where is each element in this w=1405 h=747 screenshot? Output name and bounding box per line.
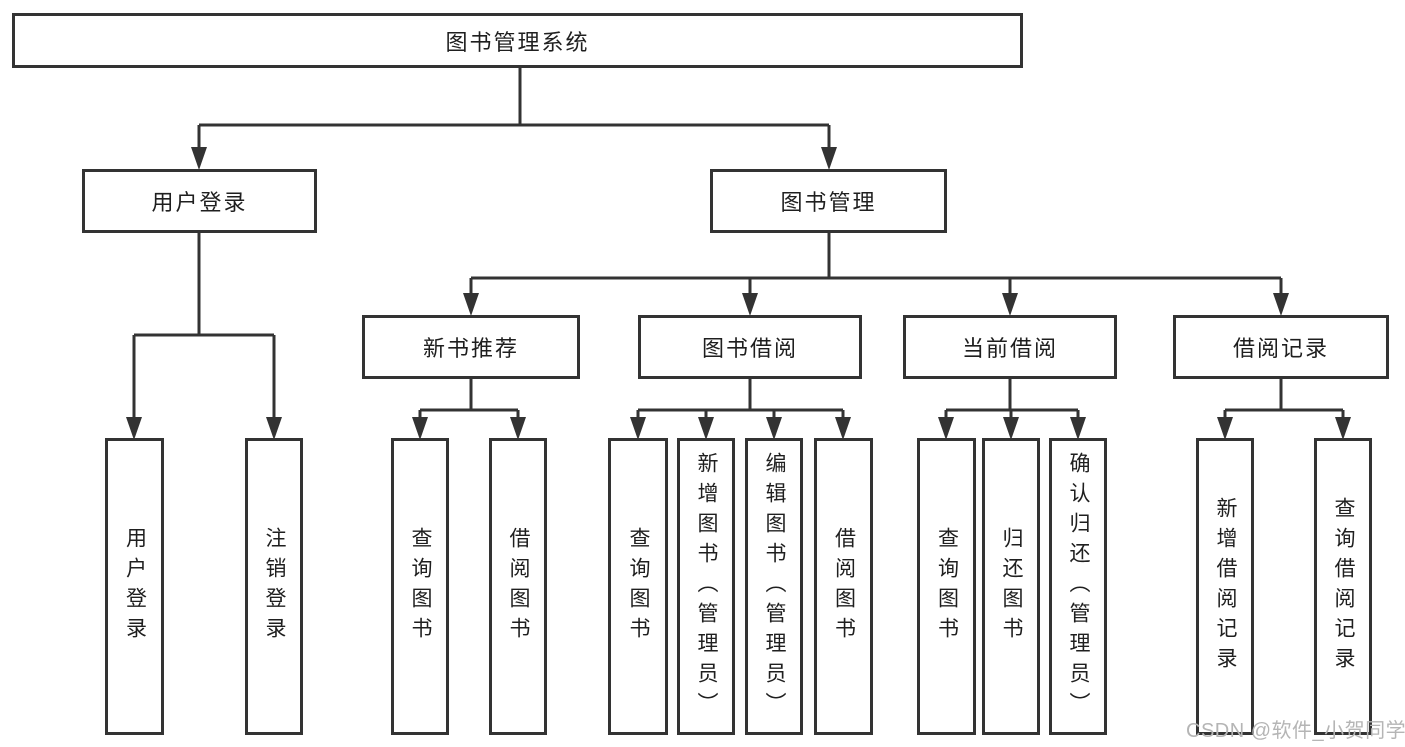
node-book-management: 图书管理: [710, 169, 947, 233]
arrowheads: [126, 147, 1351, 440]
node-new-book-recommend: 新书推荐: [362, 315, 580, 379]
node-borrow-records-label: 借阅记录: [1232, 336, 1329, 361]
node-root-system: 图书管理系统: [12, 13, 1023, 68]
leaf-query-books-current: 查询图书: [917, 438, 976, 735]
leaf-query-books-borrow: 查询图书: [608, 438, 668, 735]
leaf-add-borrow-record-label: 新增借阅记录: [1214, 496, 1237, 677]
node-current-borrow-label: 当前借阅: [961, 336, 1058, 361]
node-book-borrow-label: 图书借阅: [701, 336, 798, 361]
leaf-edit-book-admin-label: 编辑图书（管理员）: [763, 451, 786, 722]
leaf-edit-book-admin: 编辑图书（管理员）: [745, 438, 803, 735]
leaf-query-books-recommend-label: 查询图书: [409, 526, 432, 647]
node-book-borrow: 图书借阅: [638, 315, 862, 379]
leaf-return-books: 归还图书: [982, 438, 1040, 735]
leaf-return-books-label: 归还图书: [1000, 526, 1023, 647]
node-root-label: 图书管理系统: [445, 29, 590, 55]
node-current-borrow: 当前借阅: [903, 315, 1117, 379]
leaf-borrow-books-borrow: 借阅图书: [814, 438, 873, 735]
leaf-query-books-recommend: 查询图书: [391, 438, 449, 735]
leaf-logout: 注销登录: [245, 438, 303, 735]
leaf-user-login: 用户登录: [105, 438, 164, 735]
node-book-management-label: 图书管理: [780, 190, 877, 215]
leaf-query-borrow-record-label: 查询借阅记录: [1332, 496, 1355, 677]
leaf-query-books-current-label: 查询图书: [935, 526, 959, 647]
node-user-login: 用户登录: [82, 169, 317, 233]
leaf-add-borrow-record: 新增借阅记录: [1196, 438, 1254, 735]
node-borrow-records: 借阅记录: [1173, 315, 1389, 379]
leaf-add-book-admin: 新增图书（管理员）: [677, 438, 735, 735]
watermark: CSDN @软件_小贺同学: [1186, 720, 1405, 742]
leaf-borrow-books-recommend: 借阅图书: [489, 438, 547, 735]
leaf-logout-label: 注销登录: [263, 526, 286, 647]
leaf-borrow-books-recommend-label: 借阅图书: [507, 526, 530, 647]
leaf-confirm-return-admin: 确认归还（管理员）: [1049, 438, 1107, 735]
leaf-query-books-borrow-label: 查询图书: [627, 526, 650, 647]
node-new-book-recommend-label: 新书推荐: [422, 336, 519, 361]
leaf-query-borrow-record: 查询借阅记录: [1314, 438, 1372, 735]
leaf-borrow-books-borrow-label: 借阅图书: [832, 526, 856, 647]
leaf-add-book-admin-label: 新增图书（管理员）: [695, 451, 718, 722]
leaf-user-login-label: 用户登录: [123, 526, 147, 647]
node-user-login-label: 用户登录: [151, 190, 248, 215]
leaf-confirm-return-admin-label: 确认归还（管理员）: [1067, 451, 1090, 722]
